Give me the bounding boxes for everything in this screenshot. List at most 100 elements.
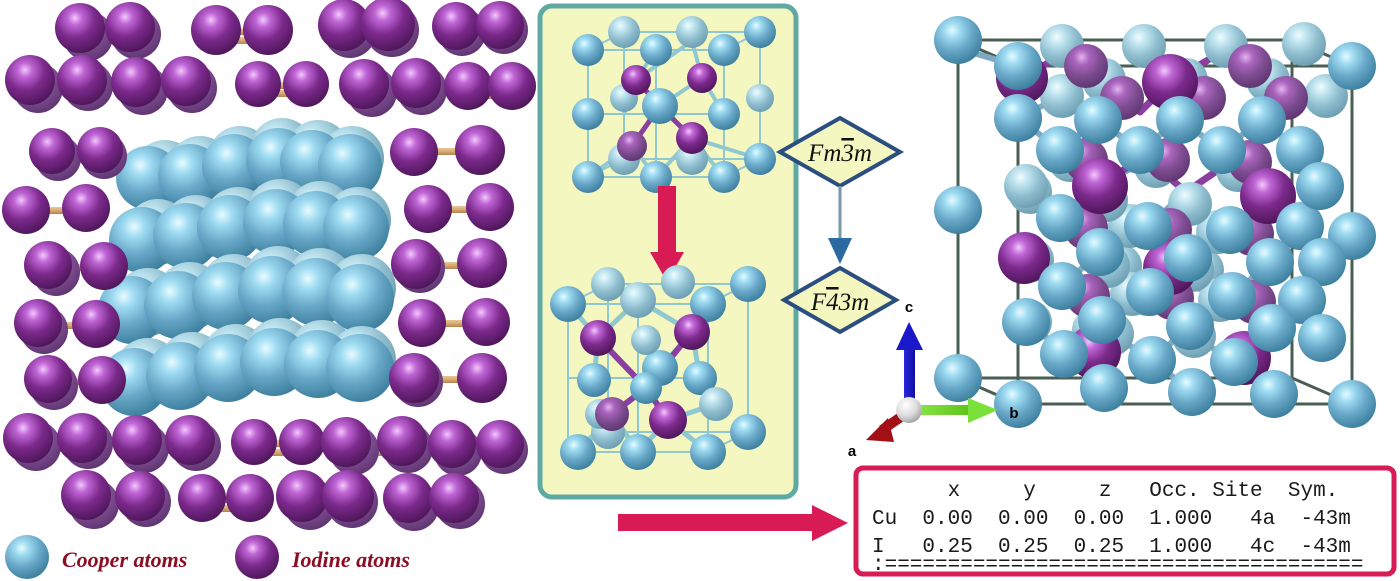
table-row: Cu 0.00 0.00 0.00 1.000 4a -43m — [872, 508, 1351, 531]
iodine-atom — [687, 63, 717, 93]
cu-atom — [1156, 96, 1204, 144]
iodine-dimer — [428, 420, 528, 476]
copper-row-4 — [100, 318, 396, 416]
iodine-dimer — [5, 55, 113, 113]
cu-atom — [730, 414, 766, 450]
cu-atom — [1276, 126, 1324, 174]
iodine-dimer — [24, 355, 126, 410]
cu-atom — [708, 98, 740, 130]
cu-atom — [1036, 194, 1084, 242]
cu-atom — [708, 161, 740, 193]
axis-c-shaft — [904, 340, 915, 406]
cu-atom — [994, 94, 1042, 142]
iodine-atom — [676, 122, 708, 154]
cu-atom — [1278, 276, 1326, 324]
cu-atom — [560, 434, 596, 470]
table-separator: :====================================== — [872, 554, 1363, 577]
iodine-side-dimers — [2, 125, 514, 410]
cu-atom — [746, 84, 774, 112]
cu-atom — [683, 361, 717, 395]
cu-atom — [1298, 314, 1346, 362]
iodine-dimer — [3, 413, 113, 471]
cu-atom — [1128, 336, 1176, 384]
supercell-cu-front — [934, 16, 1376, 428]
cu-atom — [1248, 304, 1296, 352]
cu-atom — [934, 16, 982, 64]
iodine-dimer — [112, 415, 221, 473]
cu-atom — [1122, 24, 1166, 68]
cu-atom — [1298, 238, 1346, 286]
iodine-dimer — [432, 1, 528, 56]
iodine-dimer-row-5 — [3, 413, 528, 476]
cu-atom — [1076, 228, 1124, 276]
cu-atom — [1208, 272, 1256, 320]
cu-atom — [1276, 202, 1324, 250]
legend-label-iodine: Iodine atoms — [291, 547, 410, 572]
iodine-atom — [1228, 44, 1272, 88]
space-group-diamond-bottom[interactable] — [779, 265, 901, 335]
cu-atom — [690, 434, 726, 470]
center-panel — [537, 3, 799, 500]
cu-atom — [1210, 338, 1258, 386]
cu-atom — [676, 16, 708, 48]
axis-a-arrowhead-icon — [866, 418, 894, 442]
cu-atom — [661, 265, 695, 299]
iodine-dimer — [61, 470, 171, 529]
axis-b-arrowhead-icon — [968, 398, 998, 423]
cu-atom — [744, 143, 776, 175]
space-group-top-label: Fm3m — [807, 140, 872, 167]
cu-atom — [1198, 126, 1246, 174]
legend-item-iodine: Iodine atoms — [235, 535, 410, 579]
cu-atom — [1296, 162, 1344, 210]
iodine-dimer — [339, 58, 447, 117]
cu-atom — [630, 372, 662, 404]
table-border-box — [853, 465, 1397, 577]
cu-atom — [1124, 202, 1172, 250]
cu-atom — [1164, 234, 1212, 282]
iodine-sphere-icon — [235, 535, 279, 579]
iodine-atom — [674, 314, 710, 350]
iodine-atom — [580, 320, 616, 356]
unit-cell-bottom — [550, 265, 766, 470]
iodine-dimer — [2, 184, 110, 234]
iodine-dimer-row-6 — [61, 470, 485, 531]
iodine-dimer — [276, 470, 378, 530]
cu-atom — [640, 161, 672, 193]
axis-origin-sphere — [896, 397, 922, 423]
axis-a-label: a — [848, 443, 857, 460]
cu-atom — [1328, 42, 1376, 90]
iodine-dimer — [111, 56, 217, 115]
legend-item-copper: Cooper atoms — [5, 535, 187, 579]
iodine-dimer — [235, 61, 329, 107]
iodine-atom — [617, 131, 647, 161]
axis-b-shaft — [912, 405, 974, 415]
cu-atom — [620, 434, 656, 470]
iodine-dimer-row-2 — [5, 55, 536, 117]
table-pointer-arrow — [618, 505, 848, 541]
cu-atom — [730, 266, 766, 302]
space-group-bottom-label: F43m — [810, 289, 869, 316]
cu-atom — [744, 16, 776, 48]
cu-atom — [591, 267, 625, 301]
cu-atom — [1040, 74, 1084, 118]
cu-atom — [1078, 296, 1126, 344]
cu-atom — [1282, 22, 1326, 66]
copper-row-2 — [109, 179, 391, 273]
copper-row-1 — [116, 118, 384, 210]
cu-atom — [1036, 126, 1084, 174]
table-row: I 0.25 0.25 0.25 1.000 4c -43m — [872, 536, 1351, 559]
legend-label-copper: Cooper atoms — [62, 547, 187, 572]
cu-atom — [994, 380, 1042, 428]
cu-atom — [1040, 330, 1088, 378]
cu-atom — [572, 98, 604, 130]
iodine-dimer — [389, 353, 507, 407]
cu-atom — [1246, 238, 1294, 286]
cu-atom — [934, 186, 982, 234]
left-panel-layered-slab — [2, 0, 536, 531]
iodine-atom — [621, 65, 651, 95]
cu-atom — [640, 34, 672, 66]
space-group-flow: Fm3m F43m — [775, 115, 905, 335]
iodine-dimer — [55, 2, 161, 61]
axis-b-label: b — [1009, 405, 1018, 422]
cu-atom — [608, 16, 640, 48]
